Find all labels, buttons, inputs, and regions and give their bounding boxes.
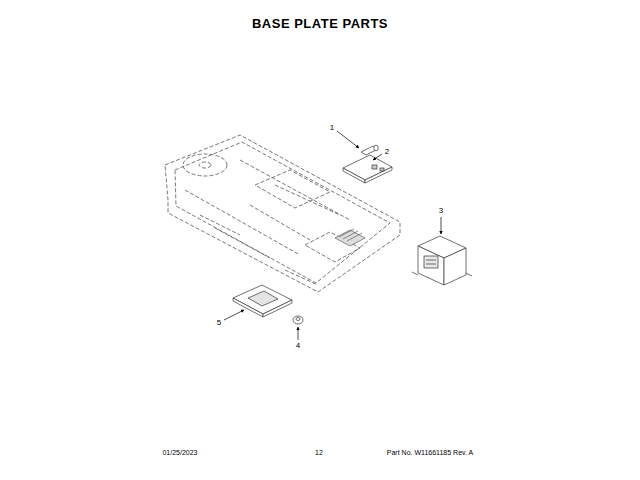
callout-number: 5: [217, 319, 221, 327]
callout-number: 1: [330, 124, 334, 132]
date-stamp: 01/25/2023: [162, 449, 197, 456]
page-title: BASE PLATE PARTS: [252, 17, 388, 30]
callout-number: 3: [439, 207, 443, 215]
callout-number: 4: [296, 342, 300, 350]
callout-number: 2: [385, 148, 389, 156]
part-number: Part No. W11661185 Rev. A: [387, 449, 473, 456]
page-number: 12: [315, 449, 323, 456]
